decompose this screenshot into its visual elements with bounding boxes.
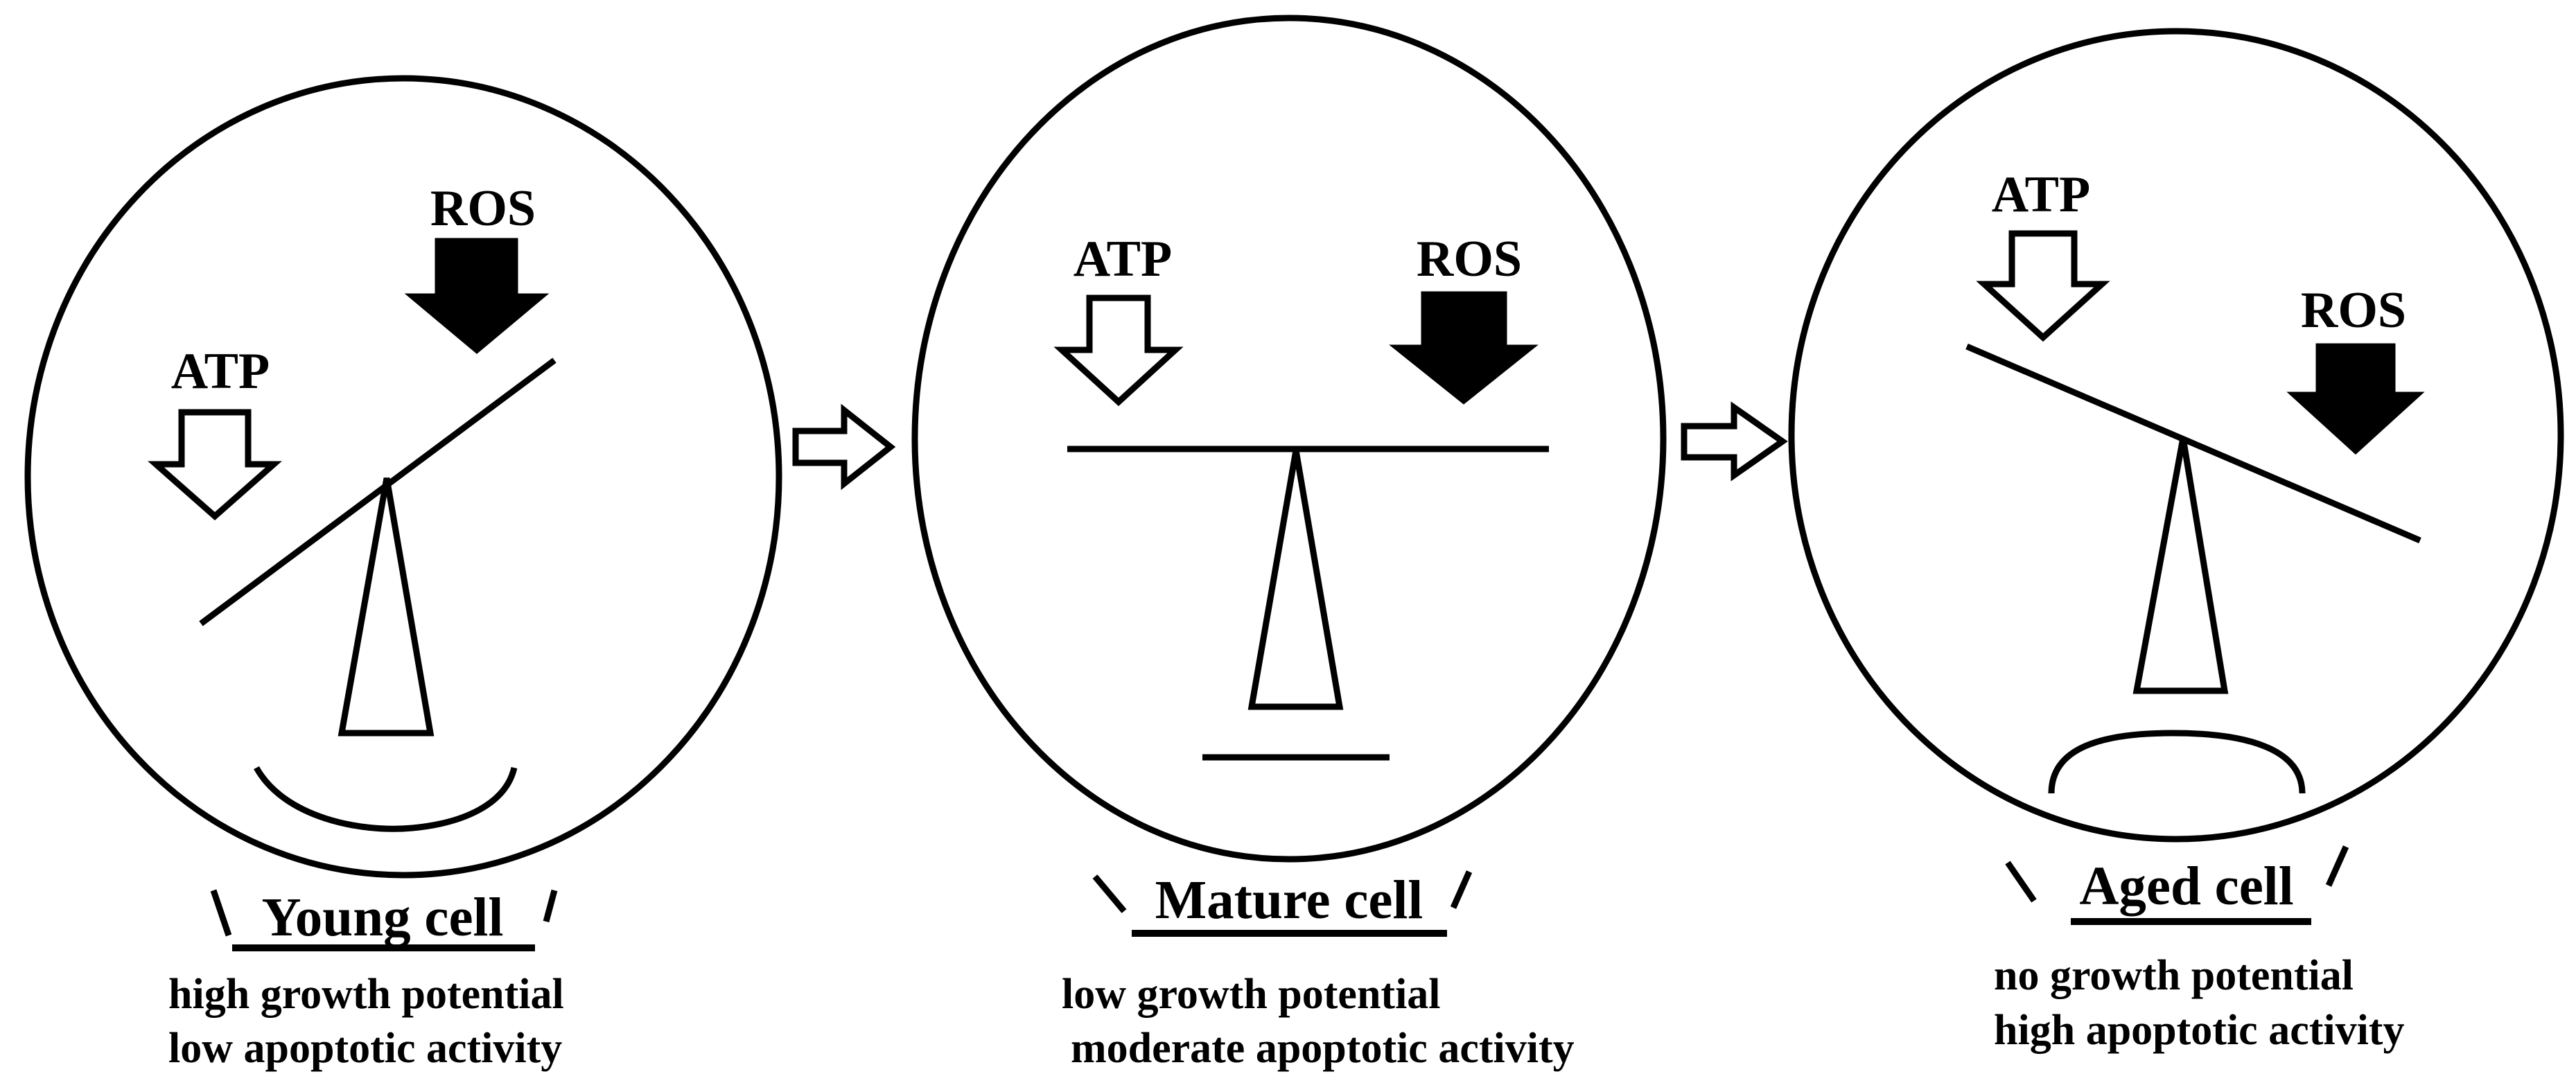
aged-cell-seesaw-beam bbox=[1965, 343, 2421, 544]
mature-cell-panel: ATP ROS bbox=[911, 15, 1667, 863]
mature-growth-text: low growth potential bbox=[1062, 971, 1441, 1018]
triangle-icon bbox=[2132, 437, 2229, 694]
mature-cell-caption: Mature cell low growth potential moderat… bbox=[1062, 870, 1575, 1072]
solid-down-arrow-icon bbox=[2286, 343, 2425, 455]
aged-cell-caption: Aged cell no growth potential high apopt… bbox=[1994, 845, 2404, 1054]
triangle-icon bbox=[1247, 450, 1344, 710]
aged-cell-frown bbox=[2048, 730, 2306, 794]
aged-apoptosis-text: high apoptotic activity bbox=[1994, 1007, 2404, 1054]
young-apoptosis-text: low apoptotic activity bbox=[168, 1025, 562, 1072]
hollow-right-arrow-icon bbox=[792, 403, 896, 491]
young-cell-title: Young cell bbox=[262, 888, 504, 948]
young-cell-seesaw-beam bbox=[199, 358, 557, 626]
aged-ros-label: ROS bbox=[2301, 282, 2406, 339]
young-ros-label: ROS bbox=[430, 180, 536, 237]
mature-tick-left bbox=[1092, 874, 1127, 913]
mature-apoptosis-text: moderate apoptotic activity bbox=[1071, 1025, 1575, 1072]
young-tick-right bbox=[543, 889, 558, 923]
triangle-icon bbox=[338, 477, 435, 737]
solid-down-arrow-icon bbox=[404, 238, 550, 354]
aged-tick-left bbox=[2005, 861, 2037, 903]
young-growth-text: high growth potential bbox=[168, 971, 564, 1018]
aged-tick-right bbox=[2325, 845, 2349, 887]
aged-cell-title: Aged cell bbox=[2079, 856, 2293, 917]
mature-tick-right bbox=[1450, 870, 1473, 909]
young-tick-left bbox=[210, 889, 232, 937]
young-atp-label: ATP bbox=[171, 343, 270, 400]
mature-cell-title: Mature cell bbox=[1155, 870, 1423, 931]
mature-atp-label: ATP bbox=[1074, 231, 1173, 288]
young-cell-panel: ATP ROS bbox=[24, 75, 782, 879]
young-cell-circle bbox=[24, 75, 782, 879]
hollow-down-arrow-icon bbox=[148, 409, 282, 521]
aged-atp-label: ATP bbox=[1992, 166, 2091, 223]
hollow-down-arrow-icon bbox=[1976, 230, 2110, 342]
young-cell-caption: Young cell high growth potential low apo… bbox=[168, 888, 564, 1072]
hollow-down-arrow-icon bbox=[1053, 294, 1184, 407]
hollow-right-arrow-icon bbox=[1681, 401, 1788, 482]
mature-ros-label: ROS bbox=[1417, 231, 1522, 288]
aged-growth-text: no growth potential bbox=[1994, 952, 2354, 999]
mature-cell-circle bbox=[911, 15, 1667, 863]
aged-cell-panel: ATP ROS bbox=[1788, 28, 2564, 843]
aged-cell-circle bbox=[1788, 28, 2564, 843]
young-cell-smile bbox=[254, 766, 518, 832]
solid-down-arrow-icon bbox=[1389, 291, 1539, 405]
